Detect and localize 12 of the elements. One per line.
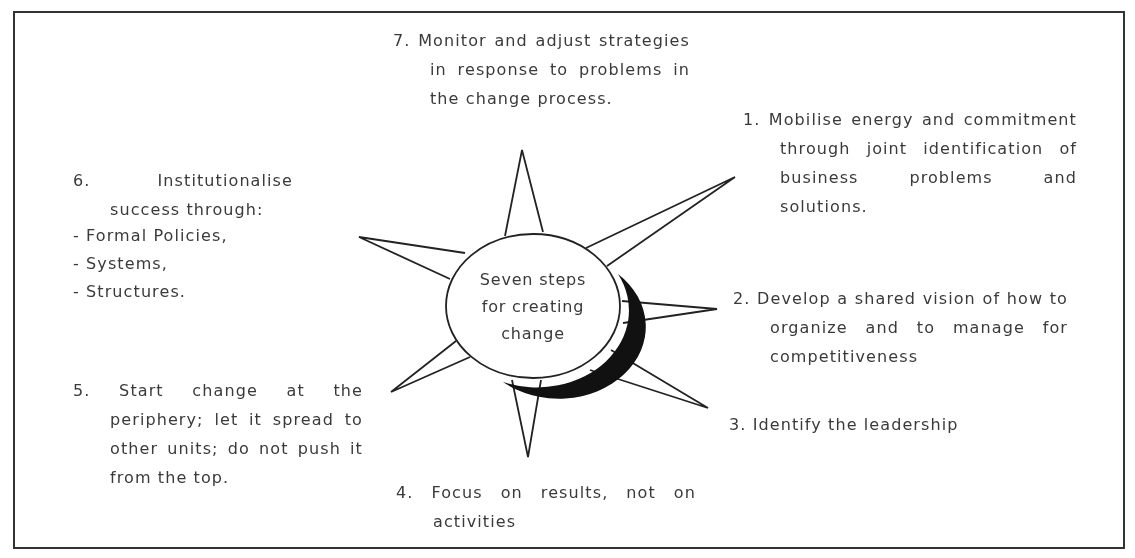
center-label: Seven steps for creating change <box>478 268 588 345</box>
step-text: 6. Institutionalise success through: <box>73 170 293 221</box>
step-text: 4. Focus on results, not on activities <box>396 482 696 533</box>
step-text: - Structures. <box>73 281 187 303</box>
step-text: 3. Identify the leadership <box>729 414 960 436</box>
step-text: 2. Develop a shared vision of how to organize and to manage for competitiveness <box>733 288 1068 368</box>
step-text: 1. Mobilise energy and commitment through joint identification of business problems and solutions. <box>743 109 1077 218</box>
step-text: 5. Start change at the periphery; let it spread to other units; do not push it from the top. <box>73 380 363 489</box>
step-text: - Systems, <box>73 253 169 275</box>
step-text: 7. Monitor and adjust strategies in response to problems in the change process. <box>393 30 690 110</box>
ellipse-node <box>445 233 646 399</box>
step-text: - Formal Policies, <box>73 225 229 247</box>
